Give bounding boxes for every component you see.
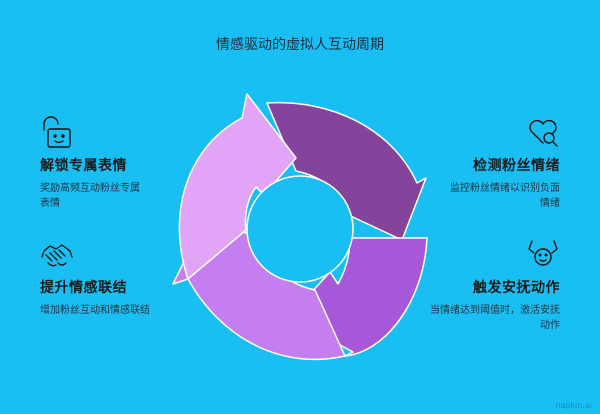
step-detect-desc: 监控粉丝情绪以识别负面情绪 <box>450 183 560 209</box>
step-detect-heading: 检测粉丝情绪 <box>473 158 560 174</box>
step-unlock-desc: 奖励高频互动粉丝专属表情 <box>40 183 140 209</box>
step-comfort-heading: 触发安抚动作 <box>473 280 560 296</box>
step-detect: 检测粉丝情绪 监控粉丝情绪以识别负面情绪 <box>400 115 560 211</box>
cupped-hands-smile-icon <box>528 240 558 266</box>
step-unlock: 解锁专属表情 奖励高频互动粉丝专属表情 <box>40 115 200 211</box>
step-unlock-heading: 解锁专属表情 <box>40 158 127 174</box>
step-comfort: 触发安抚动作 当情绪达到阈值时，激活安抚动作 <box>400 237 560 333</box>
step-bond-desc: 增加粉丝互动和情感联结 <box>40 305 150 316</box>
heart-magnifier-icon <box>529 119 558 147</box>
watermark: napkin.ai <box>555 401 592 410</box>
step-bond: 提升情感联结 增加粉丝互动和情感联结 <box>40 237 200 318</box>
handshake-icon <box>41 244 73 267</box>
diagram-title: 情感驱动的虚拟人互动周期 <box>216 37 384 53</box>
cycle-segment-unlock <box>178 93 297 280</box>
cycle-center <box>246 175 354 283</box>
unlocked-padlock-smile-icon <box>43 116 71 148</box>
step-comfort-desc: 当情绪达到阈值时，激活安抚动作 <box>430 305 560 331</box>
step-bond-heading: 提升情感联结 <box>40 280 127 296</box>
